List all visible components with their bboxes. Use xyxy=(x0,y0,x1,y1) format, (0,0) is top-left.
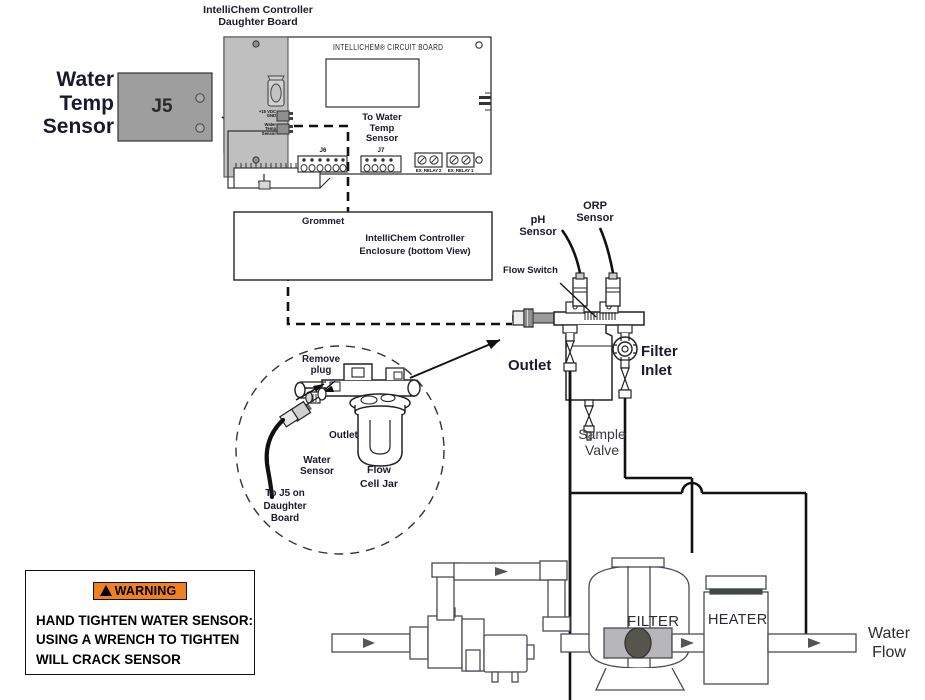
grommet-label: Grommet xyxy=(302,216,345,227)
ex-relay-1-label: EX_RELAY 1 xyxy=(447,168,474,173)
twts-2: Temp xyxy=(369,122,395,134)
rp-1: Remove xyxy=(301,354,341,365)
warning-banner-row: WARNING xyxy=(26,582,254,600)
sv-1: Sample xyxy=(578,426,626,442)
flow-cell-detail-graphic xyxy=(264,363,421,500)
twts-3: Sensor xyxy=(365,133,399,145)
wts-line2: Temp xyxy=(59,91,114,115)
wts-line1: Water xyxy=(56,68,114,91)
ph-sensor-label: pH Sensor xyxy=(512,214,564,239)
enclosure-rect xyxy=(233,211,493,281)
water-temp-sensor-label: Water Temp Sensor xyxy=(24,68,114,139)
tj5-2: Daughter xyxy=(263,500,307,512)
label-temp: Temp xyxy=(265,126,276,132)
fcj-2: Cell Jar xyxy=(360,477,398,490)
ph-sensor-graphic xyxy=(560,229,588,307)
connector-j6 xyxy=(297,155,348,173)
tj5-3: Board xyxy=(270,513,300,525)
plumbing-diagram xyxy=(331,557,857,691)
water-sensor-label: Water Sensor xyxy=(287,455,347,477)
j6-label: J6 xyxy=(319,147,327,154)
detail-outlet-label: Outlet xyxy=(329,430,358,441)
pcb-silkscreen-text: INTELLICHEM® CIRCUIT BOARD xyxy=(333,43,444,52)
wts-line3: Sensor xyxy=(42,115,114,139)
water-temp-sensor-graphic xyxy=(117,72,213,142)
enclosure-line1: IntelliChem Controller xyxy=(365,233,465,244)
filter-inlet-1: Filter xyxy=(641,343,678,360)
water-sensor-probe-graphic xyxy=(264,387,327,500)
label-gnd: GND xyxy=(266,113,276,119)
ph-2: Sensor xyxy=(519,226,557,239)
connector-power-labels: +15 VDC GND xyxy=(250,109,276,119)
relay-terminal-blocks xyxy=(414,152,475,168)
db-title-2: Daughter Board xyxy=(218,15,298,28)
sample-valve-label: Sample Valve xyxy=(560,426,644,458)
pipe-crossover-hop xyxy=(680,481,704,494)
flow-cell-assembly-graphic xyxy=(512,227,645,700)
warn-line1: HAND TIGHTEN WATER SENSOR: xyxy=(36,613,253,628)
wf-1: Water xyxy=(867,625,911,642)
warn-line3: WILL CRACK SENSOR xyxy=(36,651,181,667)
warning-banner: WARNING xyxy=(92,582,188,600)
enclosure-label: IntelliChem Controller Enclosure (bottom… xyxy=(330,233,500,259)
filter-label: FILTER xyxy=(627,613,680,630)
twts-1: To Water xyxy=(362,112,402,123)
tj5-1: To J5 on xyxy=(265,488,305,499)
to-water-temp-sensor-callout: To Water Temp Sensor xyxy=(352,112,412,145)
orp-sensor-graphic xyxy=(598,227,621,307)
enclosure-line2: Enclosure (bottom View) xyxy=(359,245,471,257)
daughter-board-title: IntelliChem Controller Daughter Board xyxy=(188,4,328,29)
flow-switch-label: Flow Switch xyxy=(503,265,558,276)
filter-inlet-fitting-graphic xyxy=(612,324,638,478)
orp-sensor-label: ORP Sensor xyxy=(568,200,622,225)
orp-2: Sensor xyxy=(576,212,614,225)
filter-inlet-2: Inlet xyxy=(641,361,672,379)
outlet-label: Outlet xyxy=(508,357,552,374)
warning-text: HAND TIGHTEN WATER SENSOR: USING A WRENC… xyxy=(36,611,254,669)
intellichem-circuit-board xyxy=(223,36,492,190)
filter-inlet-label: Filter Inlet xyxy=(641,343,678,381)
warning-box: WARNING HAND TIGHTEN WATER SENSOR: USING… xyxy=(25,570,255,675)
connector-j7 xyxy=(360,155,402,173)
water-flow-label: Water Flow xyxy=(856,625,922,663)
ws-2: Sensor xyxy=(300,466,334,478)
sample-valve-graphic xyxy=(583,399,595,441)
heater-label: HEATER xyxy=(708,612,768,628)
db-title-1: IntelliChem Controller xyxy=(203,4,313,16)
orp-1: ORP xyxy=(583,200,607,212)
label-sensor: Sensor xyxy=(261,130,276,136)
j7-label: J7 xyxy=(377,147,385,154)
rp-2: plug xyxy=(310,364,332,376)
label-15vdc: +15 VDC xyxy=(258,109,276,114)
warning-triangle-icon xyxy=(99,585,112,596)
wf-2: Flow xyxy=(872,643,906,661)
j5-connector-label: J5 xyxy=(151,96,173,117)
warning-banner-text: WARNING xyxy=(114,584,177,598)
ph-1: pH xyxy=(530,214,546,226)
warn-line2: USING A WRENCH TO TIGHTEN xyxy=(36,632,240,648)
detail-callout-pointer xyxy=(409,339,501,379)
ws-1: Water xyxy=(303,455,331,466)
flow-cell-jar-label: Flow Cell Jar xyxy=(348,464,410,491)
label-water: Water xyxy=(264,122,276,127)
remove-plug-label: Remove plug xyxy=(290,354,352,377)
fcj-1: Flow xyxy=(367,464,391,476)
connector-water-temp-labels: Water Temp Sensor xyxy=(250,122,276,136)
ex-relay-2-label: EX_RELAY 2 xyxy=(415,168,442,173)
sv-2: Valve xyxy=(585,441,619,458)
to-j5-daughter-board-label: To J5 on Daughter Board xyxy=(243,488,327,526)
